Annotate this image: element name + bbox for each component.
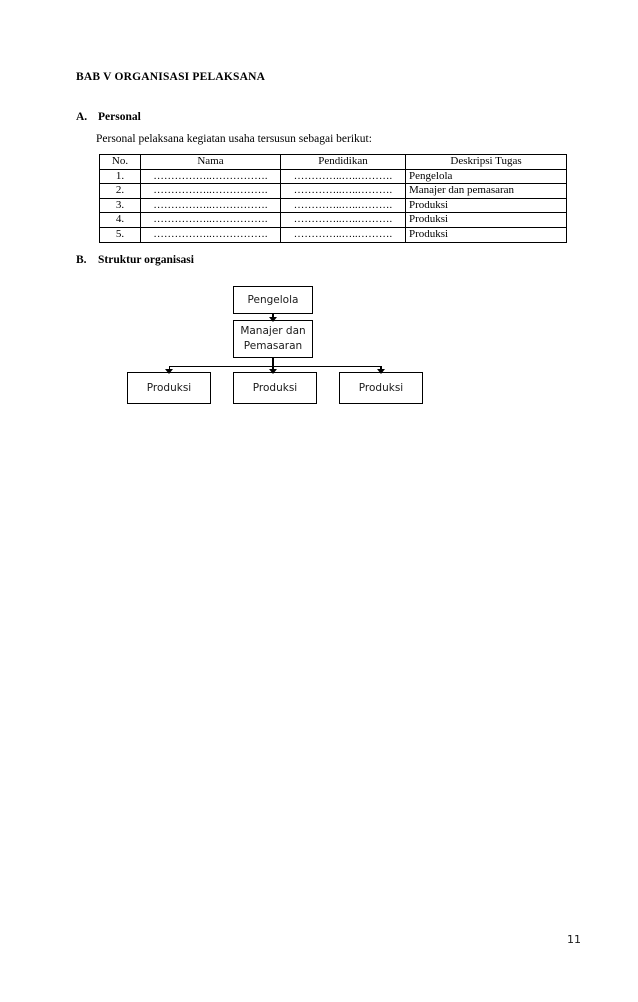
cell-deskripsi: Produksi	[405, 226, 567, 243]
arrowhead-icon	[376, 368, 385, 374]
table-row: 1. ……………..……………. …………..…..………. Pengelola	[99, 168, 567, 185]
cell-nama: ……………..…………….	[140, 226, 281, 243]
org-node-produksi-3: Produksi	[339, 372, 423, 404]
org-node-produksi-1: Produksi	[127, 372, 211, 404]
arrowhead-icon	[268, 368, 277, 374]
cell-pendidikan: …………..…..……….	[280, 168, 406, 185]
section-b-label: Struktur organisasi	[98, 254, 194, 266]
cell-pendidikan: …………..…..……….	[280, 183, 406, 199]
section-b-letter: B.	[76, 254, 87, 266]
table-row: 5. ……………..……………. …………..…..………. Produksi	[99, 226, 567, 243]
column-header-no: No.	[99, 154, 141, 170]
cell-no: 5.	[99, 226, 141, 243]
column-header-nama: Nama	[140, 154, 281, 170]
org-node-manajer-label-line2: Pemasaran	[243, 340, 303, 352]
table-row: 3. ……………..……………. …………..…..………. Produksi	[99, 197, 567, 214]
page-number: 11	[567, 933, 581, 946]
section-a-label: Personal	[98, 111, 141, 123]
cell-pendidikan: …………..…..……….	[280, 226, 406, 243]
column-header-deskripsi: Deskripsi Tugas	[405, 154, 567, 170]
cell-deskripsi: Produksi	[405, 197, 567, 214]
cell-nama: ……………..…………….	[140, 183, 281, 199]
org-node-produksi-3-label: Produksi	[358, 381, 404, 394]
cell-pendidikan: …………..…..……….	[280, 197, 406, 214]
cell-nama: ……………..…………….	[140, 168, 281, 185]
arrowhead-icon	[268, 317, 277, 322]
section-a-letter: A.	[76, 111, 88, 123]
page-title: BAB V ORGANISASI PELAKSANA	[76, 71, 266, 83]
org-node-manajer-pemasaran: Manajer dan Pemasaran	[233, 320, 313, 358]
cell-deskripsi: Pengelola	[405, 168, 567, 185]
cell-nama: ……………..…………….	[140, 197, 281, 214]
cell-nama: ……………..…………….	[140, 212, 281, 228]
org-chart: Pengelola Manajer dan Pemasaran Produksi…	[110, 278, 440, 413]
org-node-pengelola: Pengelola	[233, 286, 313, 314]
arrowhead-icon	[165, 368, 174, 374]
org-node-pengelola-label: Pengelola	[247, 293, 299, 306]
org-node-produksi-2: Produksi	[233, 372, 317, 404]
connector-manajer-to-bus	[272, 358, 274, 366]
column-header-pendidikan: Pendidikan	[280, 154, 406, 170]
section-a-intro-text: Personal pelaksana kegiatan usaha tersus…	[96, 133, 372, 145]
org-node-manajer-label-line1: Manajer dan	[240, 325, 306, 337]
org-node-produksi-1-label: Produksi	[146, 381, 192, 394]
org-node-produksi-2-label: Produksi	[252, 381, 298, 394]
table-header-row: No. Nama Pendidikan Deskripsi Tugas	[99, 154, 567, 170]
section-heading-b: B. Struktur organisasi	[76, 254, 194, 266]
table-row: 4. ……………..……………. …………..…..………. Produksi	[99, 212, 567, 228]
cell-no: 1.	[99, 168, 141, 185]
cell-deskripsi: Manajer dan pemasaran	[405, 183, 567, 199]
personal-table: No. Nama Pendidikan Deskripsi Tugas 1. ……	[99, 154, 567, 243]
cell-pendidikan: …………..…..……….	[280, 212, 406, 228]
table-row: 2. ……………..……………. …………..…..………. Manajer d…	[99, 183, 567, 199]
section-heading-a: A. Personal	[76, 111, 141, 123]
cell-no: 3.	[99, 197, 141, 214]
cell-no: 4.	[99, 212, 141, 228]
cell-no: 2.	[99, 183, 141, 199]
connector-horizontal-bus	[169, 365, 381, 368]
cell-deskripsi: Produksi	[405, 212, 567, 228]
